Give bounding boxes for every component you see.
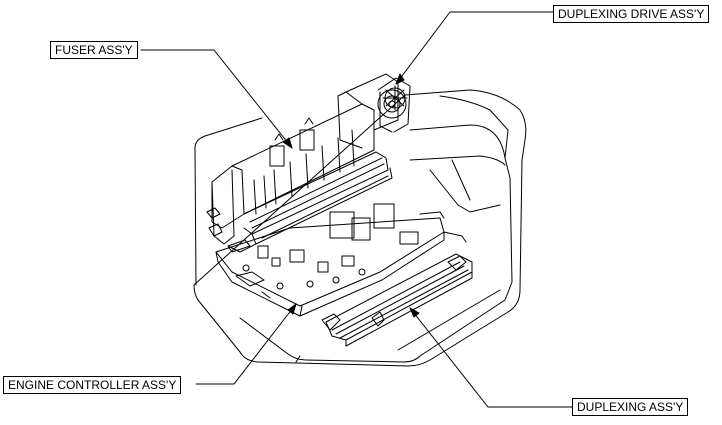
fuser-assembly bbox=[211, 73, 411, 253]
leader-line-engine-controller bbox=[195, 303, 297, 385]
callout-engine-controller-assembly: ENGINE CONTROLLER ASS'Y bbox=[3, 376, 182, 394]
arrowhead-duplexing-drive bbox=[395, 73, 405, 85]
arrowhead-duplexing bbox=[409, 307, 420, 318]
printer-body bbox=[193, 89, 527, 367]
duplexing-drive-assembly bbox=[382, 85, 408, 111]
arrowhead-fuser bbox=[282, 137, 293, 149]
leader-line-fuser bbox=[140, 49, 293, 149]
leader-lines bbox=[140, 11, 573, 408]
leader-line-duplexing bbox=[409, 307, 573, 408]
engine-controller-assembly bbox=[215, 203, 467, 317]
callout-fuser-assembly: FUSER ASS'Y bbox=[50, 41, 138, 59]
duplexing-assembly bbox=[321, 253, 473, 347]
callout-duplexing-drive-assembly: DUPLEXING DRIVE ASS'Y bbox=[553, 5, 710, 23]
callout-duplexing-assembly: DUPLEXING ASS'Y bbox=[572, 398, 689, 416]
leader-line-duplexing-drive bbox=[395, 11, 554, 85]
arrowhead-engine-controller bbox=[287, 303, 297, 315]
